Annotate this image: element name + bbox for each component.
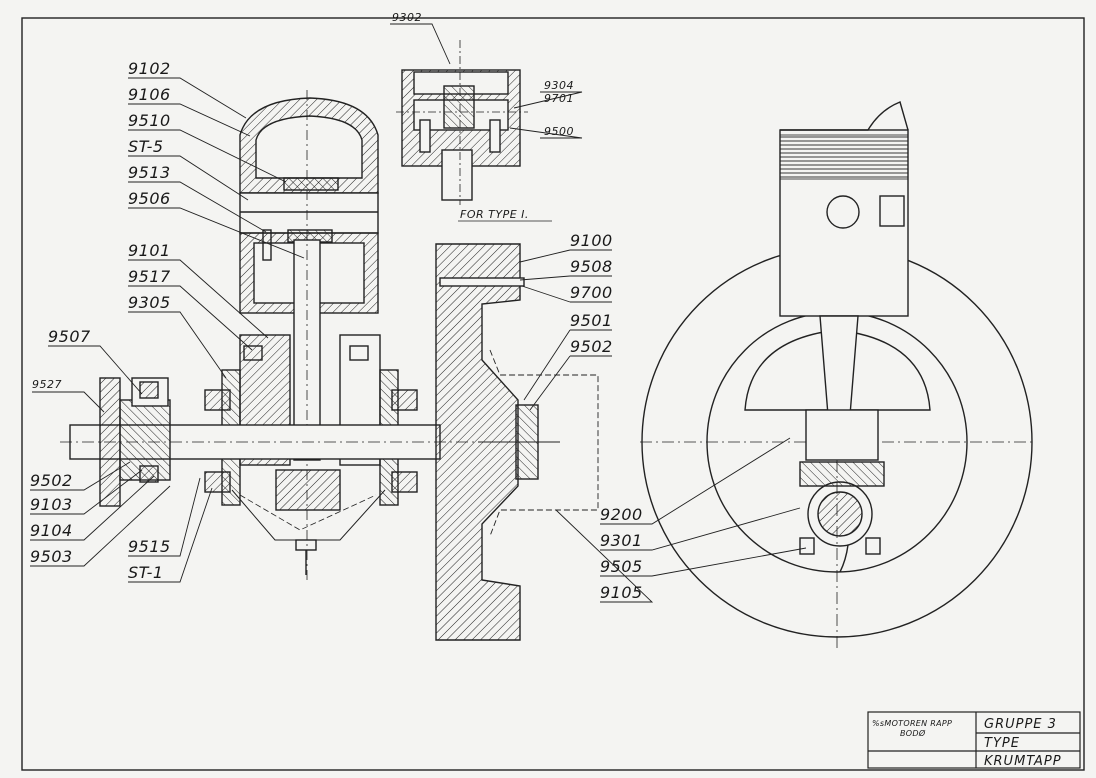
label-part: 9106 bbox=[128, 85, 171, 104]
label-part: 9506 bbox=[128, 189, 171, 208]
label-part: 9510 bbox=[128, 111, 171, 130]
label-part: 9505 bbox=[600, 557, 643, 576]
label-part: 9527 bbox=[32, 378, 62, 391]
label-part: 9200 bbox=[600, 505, 643, 524]
label-part: 9101 bbox=[128, 241, 171, 260]
labels-right: 9200 9301 9505 9105 bbox=[600, 505, 643, 602]
label-part: ST-5 bbox=[128, 137, 164, 156]
title-block-company: %sMOTOREN RAPP bbox=[872, 719, 952, 728]
detail-caption: FOR TYPE I. bbox=[460, 208, 529, 221]
label-part: 9105 bbox=[600, 583, 643, 602]
labels-detail: 9302 9304 9701 9500 FOR TYPE I. bbox=[392, 11, 574, 222]
title-block-type: TYPE bbox=[984, 736, 1020, 751]
label-part: 9304 bbox=[544, 79, 574, 92]
section-view-left bbox=[60, 90, 560, 580]
label-part: 9507 bbox=[48, 327, 91, 346]
label-part: 9508 bbox=[570, 257, 613, 276]
label-part: 9700 bbox=[570, 283, 613, 302]
sheet-border bbox=[21, 17, 1085, 771]
label-part: 9500 bbox=[544, 125, 574, 138]
detail-view-top bbox=[396, 40, 528, 205]
title-block-city: BODØ bbox=[900, 728, 926, 738]
label-part: 9513 bbox=[128, 163, 171, 182]
label-part: ST-1 bbox=[128, 563, 164, 582]
label-part: 9701 bbox=[544, 92, 574, 105]
label-part: 9517 bbox=[128, 267, 171, 286]
leader-lines bbox=[30, 23, 807, 603]
title-block bbox=[867, 711, 1081, 769]
label-part: 9100 bbox=[570, 231, 613, 250]
label-part: 9104 bbox=[30, 521, 73, 540]
label-part: 9305 bbox=[128, 293, 171, 312]
flywheel-section bbox=[435, 243, 599, 641]
end-view-right bbox=[640, 101, 1035, 650]
label-part: 9502 bbox=[30, 471, 73, 490]
title-block-name: KRUMTAPP bbox=[984, 754, 1062, 769]
labels-left: 9102 9106 9510 ST-5 9513 9506 9101 9517 … bbox=[30, 59, 171, 582]
label-part: 9103 bbox=[30, 495, 73, 514]
title-block-group: GRUPPE 3 bbox=[984, 717, 1057, 732]
label-part: 9102 bbox=[128, 59, 171, 78]
label-part: 9515 bbox=[128, 537, 171, 556]
label-part: 9501 bbox=[570, 311, 613, 330]
labels-center: 9100 9508 9700 9501 9502 bbox=[570, 231, 613, 356]
label-part: 9301 bbox=[600, 531, 643, 550]
label-part: 9503 bbox=[30, 547, 73, 566]
label-part: 9502 bbox=[570, 337, 613, 356]
label-part: 9302 bbox=[392, 11, 422, 24]
